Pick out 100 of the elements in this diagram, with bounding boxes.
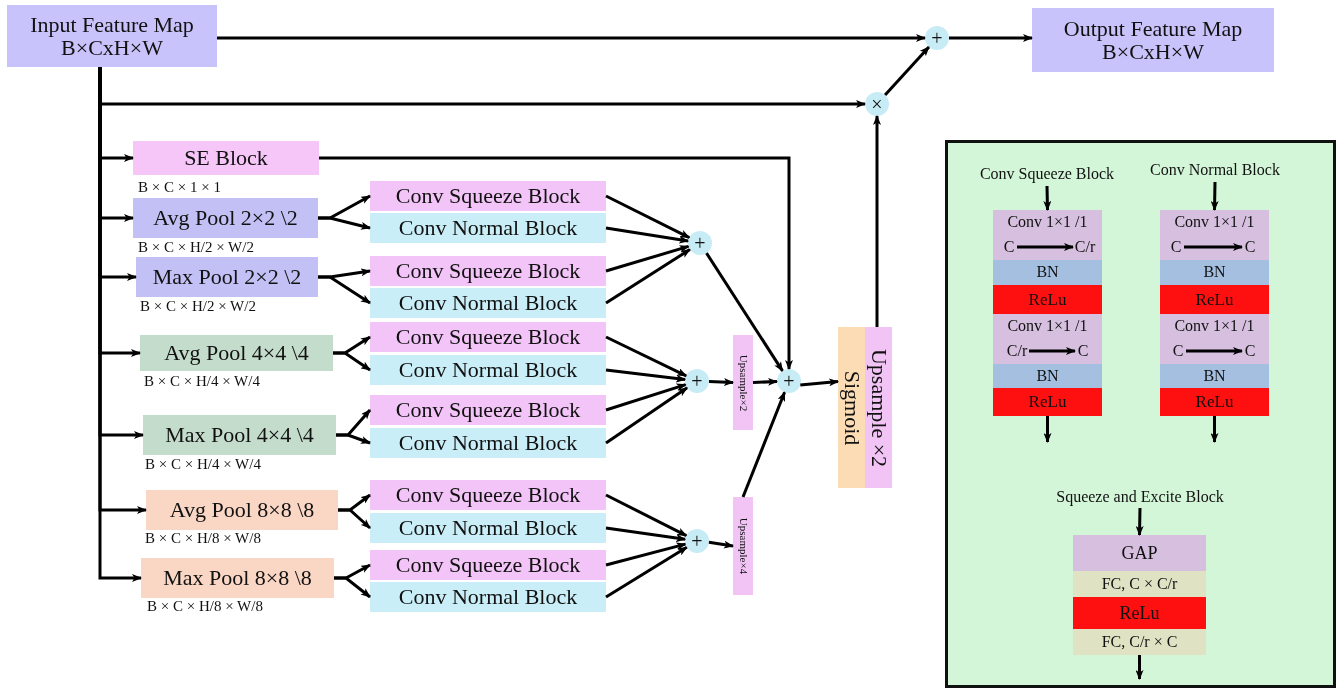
feature-map-box [7, 5, 217, 67]
arrow [1029, 347, 1076, 355]
pooling-box: Max Pool 2×2 \2 [136, 257, 318, 297]
channel-label: C/r [1073, 237, 1097, 257]
arrow [605, 335, 688, 378]
conv-block-box: Conv Normal Block [370, 582, 606, 612]
arrow [605, 542, 687, 567]
block-title: Conv Normal Block [1130, 158, 1300, 182]
arrow [752, 377, 778, 386]
conv-block-box: Conv Squeeze Block [370, 550, 606, 580]
arrow [1186, 347, 1243, 355]
dimension-label: B × C × 1 × 1 [138, 180, 221, 195]
block-title: Squeeze and Excite Block [1030, 486, 1250, 508]
upsample-sigmoid-block [838, 327, 892, 488]
box-label: Sigmoid [839, 370, 864, 445]
upsample-box [733, 335, 753, 430]
batchnorm-band: BN [1160, 364, 1269, 388]
conv-block-box: Conv Squeeze Block [370, 480, 606, 510]
conv-block-box: Conv Normal Block [370, 288, 606, 318]
add-operator: + [777, 369, 801, 393]
feature-map-box [1032, 8, 1274, 72]
arrow [708, 540, 734, 549]
dimension-label: B × C × H/2 × W/2 [140, 299, 256, 314]
conv-block-box: Conv Squeeze Block [370, 395, 606, 425]
arrow [333, 351, 371, 372]
arrow [949, 34, 1033, 42]
arrow [605, 368, 687, 383]
dimension-label: B × C × H/4 × W/4 [145, 457, 261, 472]
arrow [708, 378, 734, 387]
relu-band: ReLu [1160, 388, 1269, 416]
batchnorm-band: BN [1160, 260, 1269, 285]
arrow [1135, 507, 1144, 536]
conv-block-box: Conv Squeeze Block [370, 256, 606, 286]
box-label: Upsample×4 [737, 517, 749, 575]
arrow [318, 275, 371, 305]
arrow [319, 156, 793, 370]
gap-band: GAP [1073, 535, 1206, 571]
arrow [1210, 416, 1219, 443]
legend-panel [945, 140, 1336, 688]
channel-label: C [1001, 237, 1017, 257]
dimension-label: B×CxH×W [1102, 40, 1204, 64]
arrow [605, 546, 688, 599]
conv-block-box: Conv Normal Block [370, 355, 606, 385]
arrow [217, 34, 926, 42]
dimension-label: B × C × H/4 × W/4 [144, 374, 260, 389]
add-operator: + [685, 369, 709, 393]
dimension-label: B × C × H/8 × W/8 [145, 531, 261, 546]
box-title: Input Feature Map [30, 12, 194, 36]
conv-layer-band: Conv 1×1 /1 C C [1160, 210, 1269, 260]
fc-band: FC, C × C/r [1073, 571, 1206, 597]
box-label: Upsample×2 [737, 354, 749, 411]
dimension-label: B×CxH×W [61, 36, 163, 60]
arrow [338, 508, 371, 530]
dimension-label: B × C × H/2 × W/2 [138, 240, 254, 255]
conv-block-box: Conv Normal Block [370, 428, 606, 458]
conv-layer-band: Conv 1×1 /1 C C [1160, 314, 1269, 364]
arrow [1184, 243, 1243, 251]
fc-band: FC, C/r × C [1073, 629, 1206, 655]
upsample-box [733, 497, 753, 595]
conv-block-box: Conv Normal Block [370, 213, 606, 243]
arrow [705, 252, 784, 372]
arrow [1043, 185, 1052, 211]
box-title: Output Feature Map [1063, 16, 1243, 40]
arrow [605, 383, 687, 412]
arrow [605, 226, 690, 244]
add-operator: + [688, 231, 712, 255]
arrow [741, 391, 786, 498]
arrow [336, 433, 371, 445]
block-title: Conv Squeeze Block [972, 162, 1122, 186]
arrow [1210, 181, 1219, 211]
channel-label: C [1170, 341, 1186, 361]
conv-block-box: Conv Squeeze Block [370, 322, 606, 352]
channel-label: C [1168, 237, 1184, 257]
arrow [605, 244, 690, 273]
arrow [1135, 655, 1144, 680]
pooling-box: Avg Pool 4×4 \4 [140, 335, 333, 371]
arrow [318, 216, 371, 230]
pooling-box: Avg Pool 2×2 \2 [133, 198, 318, 238]
multiply-operator: × [865, 92, 889, 116]
arrow [873, 115, 881, 327]
arrow [605, 526, 687, 542]
batchnorm-band: BN [993, 260, 1102, 285]
arrow [334, 576, 371, 599]
relu-band: ReLu [1160, 285, 1269, 314]
conv-block-box: Conv Normal Block [370, 513, 606, 543]
dimension-label: B × C × H/8 × W/8 [147, 599, 263, 614]
arrow [605, 248, 691, 305]
conv-block-box: Conv Squeeze Block [370, 181, 606, 211]
relu-band: ReLu [993, 285, 1102, 314]
arrow [884, 45, 930, 97]
relu-band: ReLu [993, 388, 1102, 416]
channel-label: C [1075, 341, 1091, 361]
relu-band: ReLu [1073, 597, 1206, 629]
se-block-box: SE Block [133, 141, 319, 175]
channel-label: C/r [1005, 341, 1029, 361]
arrow [605, 386, 688, 445]
arrow [605, 194, 691, 239]
pooling-box: Max Pool 8×8 \8 [141, 558, 334, 598]
arrow [1043, 416, 1052, 443]
add-operator: + [685, 529, 709, 553]
